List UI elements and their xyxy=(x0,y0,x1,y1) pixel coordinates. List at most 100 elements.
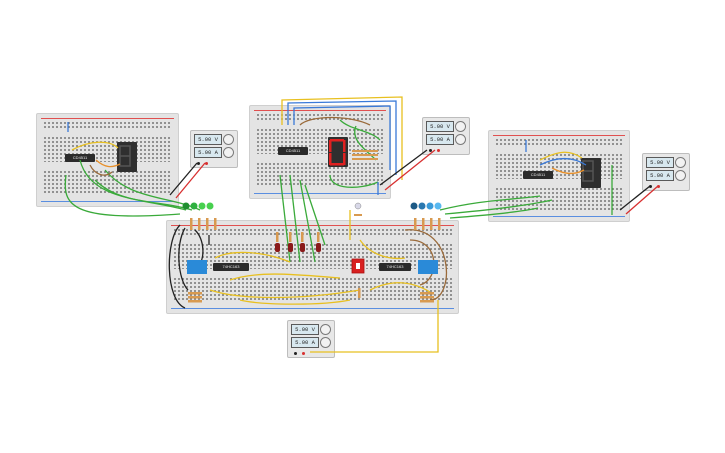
wire-black[interactable] xyxy=(169,162,198,196)
resistor[interactable] xyxy=(352,154,378,156)
positive-terminal[interactable] xyxy=(205,162,208,165)
wire-black[interactable] xyxy=(178,227,189,291)
resistors-right[interactable] xyxy=(414,218,441,303)
current-knob-icon[interactable] xyxy=(320,337,331,348)
decoder-chip[interactable]: CD4511 xyxy=(65,154,95,162)
wire-black[interactable] xyxy=(379,149,428,186)
blue-wires[interactable] xyxy=(67,100,587,195)
wire[interactable] xyxy=(104,169,201,211)
wire[interactable] xyxy=(287,100,397,175)
decoder-chip[interactable]: CD4511 xyxy=(523,171,553,179)
wire-black[interactable] xyxy=(168,224,186,309)
led-icon[interactable] xyxy=(275,243,280,252)
dip-switch-right[interactable] xyxy=(418,260,438,274)
resistor[interactable] xyxy=(420,296,434,299)
wire[interactable] xyxy=(64,174,181,217)
breadboard-left[interactable]: CD4511 xyxy=(36,113,179,207)
wire-black[interactable] xyxy=(619,185,651,211)
resistor[interactable] xyxy=(214,218,217,230)
wire[interactable] xyxy=(209,289,361,299)
wire[interactable] xyxy=(369,282,431,293)
wire[interactable] xyxy=(95,159,121,168)
wire-red[interactable] xyxy=(384,149,436,191)
resistor[interactable] xyxy=(188,296,202,299)
wire[interactable] xyxy=(79,159,187,211)
resistor[interactable] xyxy=(188,300,202,303)
negative-terminal[interactable] xyxy=(294,352,297,355)
yellow-wires[interactable] xyxy=(71,96,583,353)
decoder-chip[interactable]: CD4511 xyxy=(278,147,308,155)
wire[interactable] xyxy=(71,141,119,151)
resistor[interactable] xyxy=(414,218,417,230)
wire[interactable] xyxy=(289,174,301,263)
wire[interactable] xyxy=(89,164,113,176)
wire[interactable] xyxy=(239,299,351,305)
led-icon[interactable] xyxy=(206,202,214,210)
wire[interactable] xyxy=(439,195,541,211)
current-knob-icon[interactable] xyxy=(223,147,234,158)
resistors-left[interactable] xyxy=(188,218,217,303)
wire[interactable] xyxy=(214,251,291,263)
breadboard-main[interactable]: 74HC163 74HC163 xyxy=(166,220,459,314)
led-icon[interactable] xyxy=(288,243,293,252)
resistor[interactable] xyxy=(420,292,434,295)
positive-terminal[interactable] xyxy=(657,185,660,188)
positive-terminal[interactable] xyxy=(302,352,305,355)
clear-led-icon[interactable] xyxy=(354,202,362,210)
led-icon[interactable] xyxy=(300,243,305,252)
resistor[interactable] xyxy=(206,218,209,230)
wire[interactable] xyxy=(299,179,316,263)
orange-wires[interactable] xyxy=(95,159,585,175)
led-group-right[interactable] xyxy=(410,202,442,210)
wire[interactable] xyxy=(281,96,403,180)
led-icon[interactable] xyxy=(434,202,442,210)
voltage-knob-icon[interactable] xyxy=(320,324,331,335)
wire-red[interactable] xyxy=(175,162,206,199)
led-icon[interactable] xyxy=(198,202,206,210)
resistor[interactable] xyxy=(438,218,441,230)
negative-terminal[interactable] xyxy=(649,185,652,188)
positive-terminal[interactable] xyxy=(437,149,440,152)
voltage-knob-icon[interactable] xyxy=(223,134,234,145)
wire[interactable] xyxy=(304,184,326,246)
power-supply-right[interactable]: 5.00 V 5.00 A xyxy=(642,153,690,191)
led-icon[interactable] xyxy=(426,202,434,210)
wire[interactable] xyxy=(293,105,391,170)
wire[interactable] xyxy=(339,119,381,141)
power-supply-left[interactable]: 5.00 V 5.00 A xyxy=(190,130,238,168)
resistor[interactable] xyxy=(276,232,279,242)
resistor[interactable] xyxy=(352,158,378,160)
resistor[interactable] xyxy=(430,218,433,230)
resistor[interactable] xyxy=(354,214,362,216)
wire[interactable] xyxy=(404,229,447,301)
voltage-knob-icon[interactable] xyxy=(455,121,466,132)
voltage-knob-icon[interactable] xyxy=(675,157,686,168)
led-icon[interactable] xyxy=(410,202,418,210)
led-icon[interactable] xyxy=(182,202,190,210)
wire[interactable] xyxy=(539,157,587,166)
dip-switch-left[interactable] xyxy=(187,260,207,274)
resistor[interactable] xyxy=(317,232,320,242)
wire[interactable] xyxy=(310,300,439,353)
resistors-middle[interactable] xyxy=(276,150,378,298)
wire[interactable] xyxy=(551,167,585,175)
wire[interactable] xyxy=(299,116,371,126)
counter-chip-left[interactable]: 74HC163 xyxy=(213,263,249,271)
resistor[interactable] xyxy=(188,292,202,295)
negative-terminal[interactable] xyxy=(429,149,432,152)
resistor[interactable] xyxy=(358,288,361,298)
resistor[interactable] xyxy=(198,218,201,230)
wire[interactable] xyxy=(449,207,539,219)
led-group-left[interactable] xyxy=(182,202,214,210)
seven-segment-display[interactable] xyxy=(117,142,137,172)
wire[interactable] xyxy=(94,179,193,211)
current-knob-icon[interactable] xyxy=(675,170,686,181)
wire[interactable] xyxy=(329,174,379,188)
led-icon[interactable] xyxy=(190,202,198,210)
resistor[interactable] xyxy=(301,232,304,242)
wire-red[interactable] xyxy=(625,185,659,215)
led-icon[interactable] xyxy=(316,243,321,252)
wire[interactable] xyxy=(539,151,583,161)
led-group-middle[interactable] xyxy=(275,243,321,252)
